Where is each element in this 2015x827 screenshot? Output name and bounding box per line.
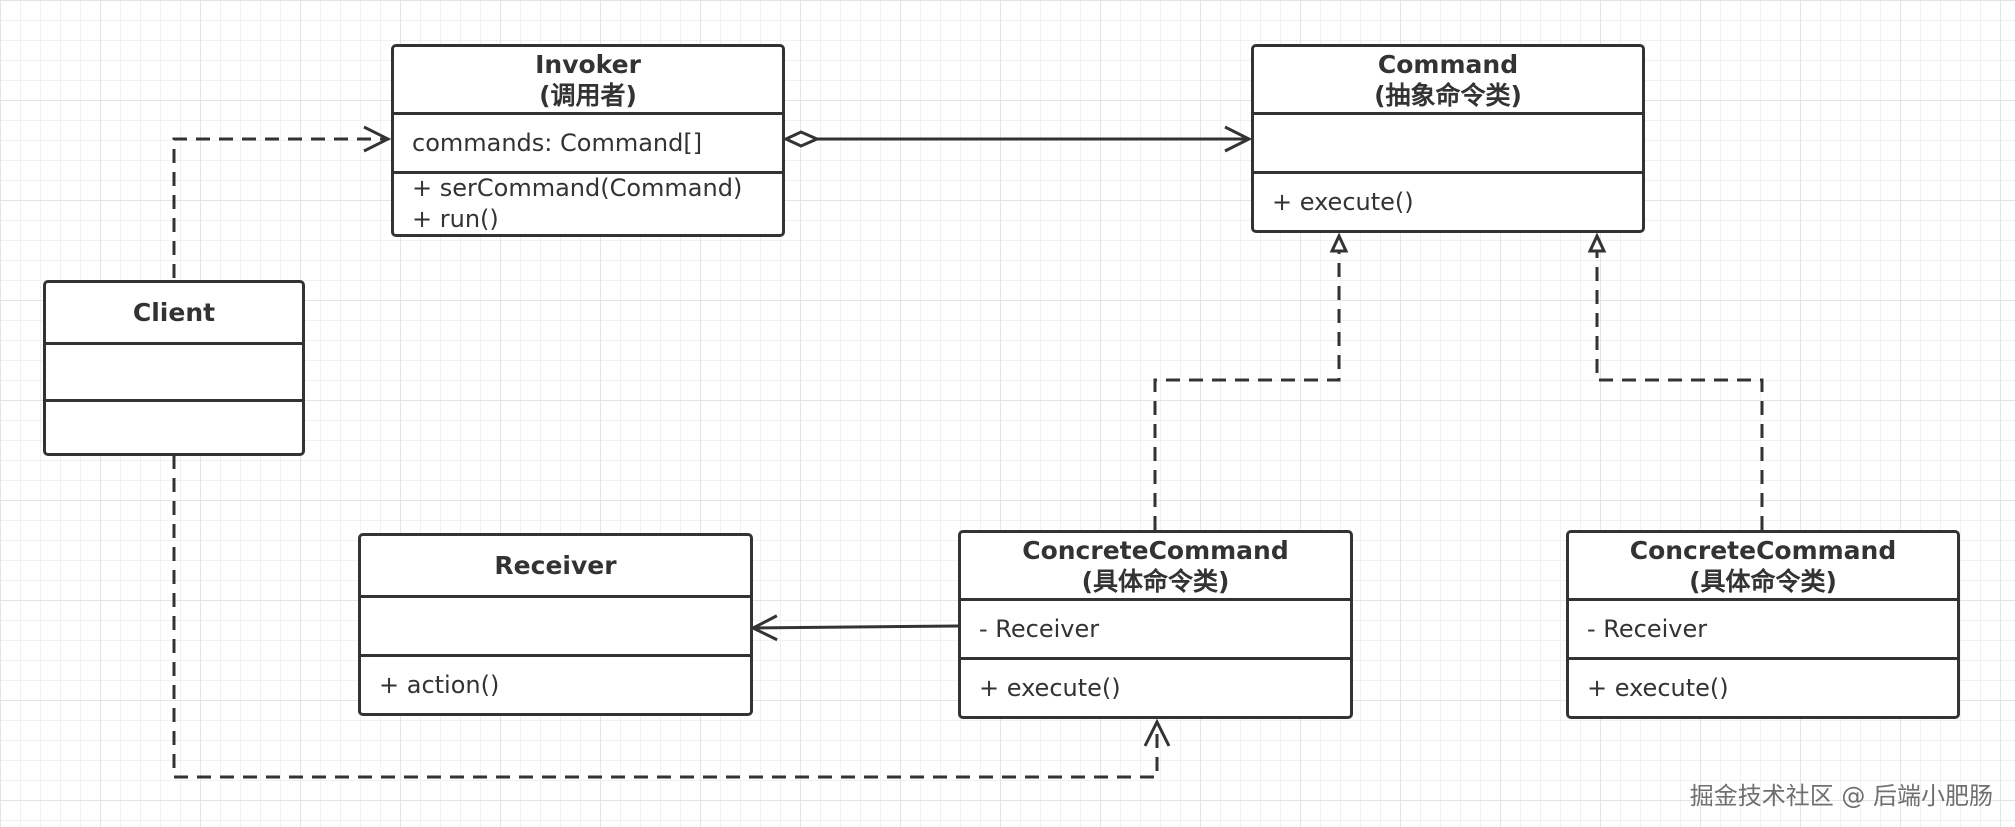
invoker-class[interactable]: Invoker (调用者) commands: Command[] + serC… bbox=[391, 44, 785, 237]
client-invoker-dependency bbox=[172, 139, 388, 278]
attributes-section: - Receiver bbox=[1569, 601, 1957, 660]
methods-section: + execute() bbox=[961, 660, 1350, 716]
class-name: Receiver bbox=[494, 551, 617, 580]
attribute: - Receiver bbox=[979, 615, 1100, 643]
class-header: ConcreteCommand (具体命令类) bbox=[1569, 533, 1957, 601]
method: + action() bbox=[379, 671, 500, 699]
class-stereotype: (抽象命令类) bbox=[1374, 80, 1522, 110]
class-name: Client bbox=[132, 298, 216, 327]
class-header: Client bbox=[46, 283, 302, 345]
attribute: commands: Command[] bbox=[412, 129, 703, 157]
concrete-command-class-2[interactable]: ConcreteCommand (具体命令类) - Receiver + exe… bbox=[1566, 530, 1960, 719]
class-name: ConcreteCommand bbox=[1629, 535, 1897, 565]
method: + serCommand(Command) bbox=[412, 174, 743, 202]
class-name: Command bbox=[1377, 49, 1519, 79]
method: + execute() bbox=[979, 674, 1121, 702]
methods-section: + serCommand(Command) + run() bbox=[394, 174, 782, 234]
method: + execute() bbox=[1587, 674, 1729, 702]
class-name: ConcreteCommand bbox=[1022, 535, 1289, 565]
watermark: 掘金技术社区 @ 后端小肥肠 bbox=[1689, 782, 1993, 810]
attribute: - Receiver bbox=[1587, 615, 1708, 643]
method: + execute() bbox=[1272, 188, 1414, 216]
attributes-section: commands: Command[] bbox=[394, 115, 782, 174]
attributes-section bbox=[1254, 115, 1642, 174]
methods-section: + execute() bbox=[1254, 174, 1642, 230]
attributes-section bbox=[361, 598, 750, 657]
methods-section: + action() bbox=[361, 657, 750, 713]
class-header: ConcreteCommand (具体命令类) bbox=[961, 533, 1350, 601]
class-stereotype: (具体命令类) bbox=[1689, 566, 1837, 596]
class-stereotype: (具体命令类) bbox=[1081, 566, 1230, 596]
attributes-section bbox=[46, 345, 302, 402]
class-header: Receiver bbox=[361, 536, 750, 598]
concrete-receiver-association bbox=[753, 626, 959, 628]
command-class[interactable]: Command (抽象命令类) + execute() bbox=[1251, 44, 1645, 233]
concrete2-realization bbox=[1597, 236, 1764, 530]
methods-section: + execute() bbox=[1569, 660, 1957, 716]
concrete1-realization bbox=[1153, 236, 1339, 530]
class-name: Invoker bbox=[535, 49, 641, 79]
receiver-class[interactable]: Receiver + action() bbox=[358, 533, 753, 716]
class-header: Command (抽象命令类) bbox=[1254, 47, 1642, 115]
method: + run() bbox=[412, 205, 499, 233]
class-stereotype: (调用者) bbox=[539, 80, 637, 110]
attributes-section: - Receiver bbox=[961, 601, 1350, 660]
client-concrete-dependency bbox=[172, 455, 1157, 779]
methods-section bbox=[46, 402, 302, 453]
class-header: Invoker (调用者) bbox=[394, 47, 782, 115]
concrete-command-class-1[interactable]: ConcreteCommand (具体命令类) - Receiver + exe… bbox=[958, 530, 1353, 719]
client-class[interactable]: Client bbox=[43, 280, 305, 456]
